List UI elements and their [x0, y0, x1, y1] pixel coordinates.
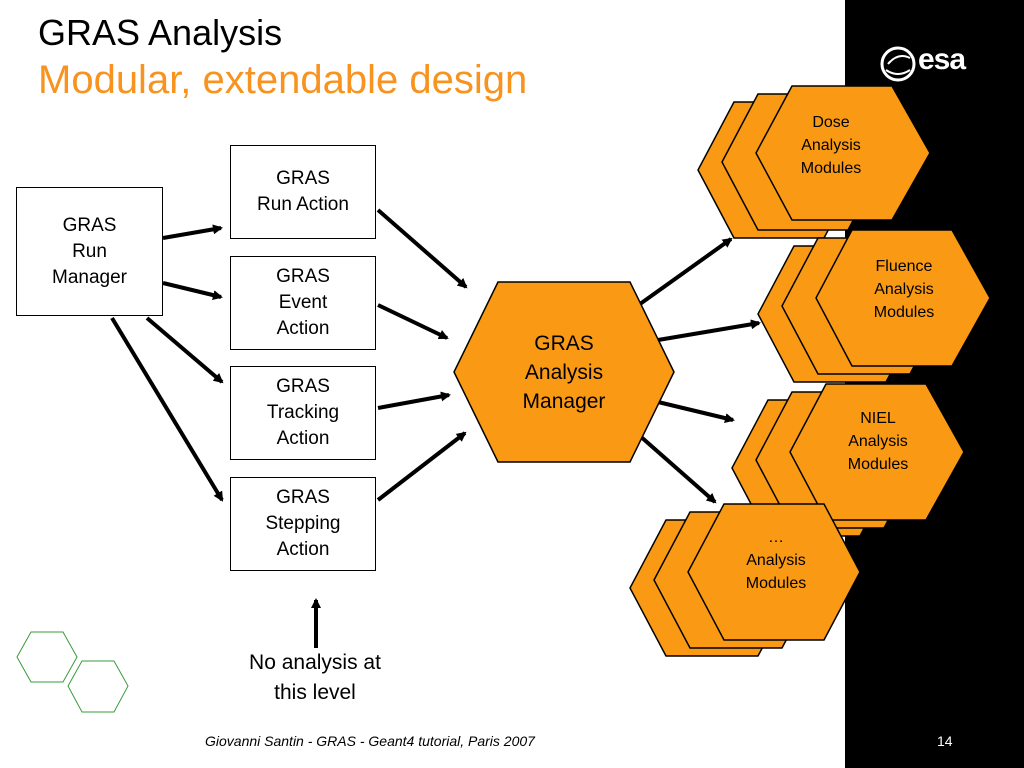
page-number: 14: [937, 733, 953, 749]
other-module-label: … Analysis Modules: [745, 528, 807, 592]
decorative-hexagon-bottom: [67, 660, 129, 713]
arrow-runaction-mgr: [376, 208, 468, 289]
niel-module-stack: [731, 383, 965, 537]
run-manager-box: GRAS Run Manager: [16, 187, 163, 316]
arrow-mgr-other: [638, 434, 717, 504]
dose-module-stack: [697, 85, 931, 239]
analysis-manager-label: GRAS Analysis Manager: [522, 331, 606, 413]
arrow-mgr-dose: [638, 237, 733, 306]
tracking-action-box: GRAS Tracking Action: [230, 366, 376, 460]
fluence-module-stack: [757, 229, 991, 383]
other-module-stack: [629, 503, 861, 657]
footer-text: Giovanni Santin - GRAS - Geant4 tutorial…: [205, 733, 535, 749]
event-action-box: GRAS Event Action: [230, 256, 376, 350]
arrow-runmgr-trackingaction: [145, 316, 224, 384]
niel-module-label: NIEL Analysis Modules: [847, 409, 909, 473]
dose-module-label: Dose Analysis Modules: [800, 113, 862, 177]
slide-title: GRAS Analysis: [38, 12, 283, 53]
no-analysis-note: No analysis at this level: [249, 651, 381, 704]
arrow-mgr-niel: [657, 400, 735, 423]
esa-logo-text: esa: [918, 43, 966, 76]
arrow-eventaction-mgr: [377, 303, 449, 340]
arrow-runmgr-runaction: [162, 224, 223, 240]
arrow-mgr-fluence: [657, 319, 761, 342]
slide-subtitle: Modular, extendable design: [38, 58, 528, 102]
esa-logo: [880, 46, 916, 82]
arrow-runmgr-steppingaction: [110, 316, 224, 502]
stepping-action-box: GRAS Stepping Action: [230, 477, 376, 571]
decorative-hexagon-top: [16, 631, 78, 683]
run-action-box: GRAS Run Action: [230, 145, 376, 239]
analysis-manager-hexagon: [453, 281, 675, 463]
arrow-runmgr-eventaction: [162, 281, 223, 300]
arrow-steppingaction-mgr: [376, 431, 467, 502]
fluence-module-label: Fluence Analysis Modules: [873, 257, 935, 321]
arrow-trackingaction-mgr: [377, 391, 451, 410]
